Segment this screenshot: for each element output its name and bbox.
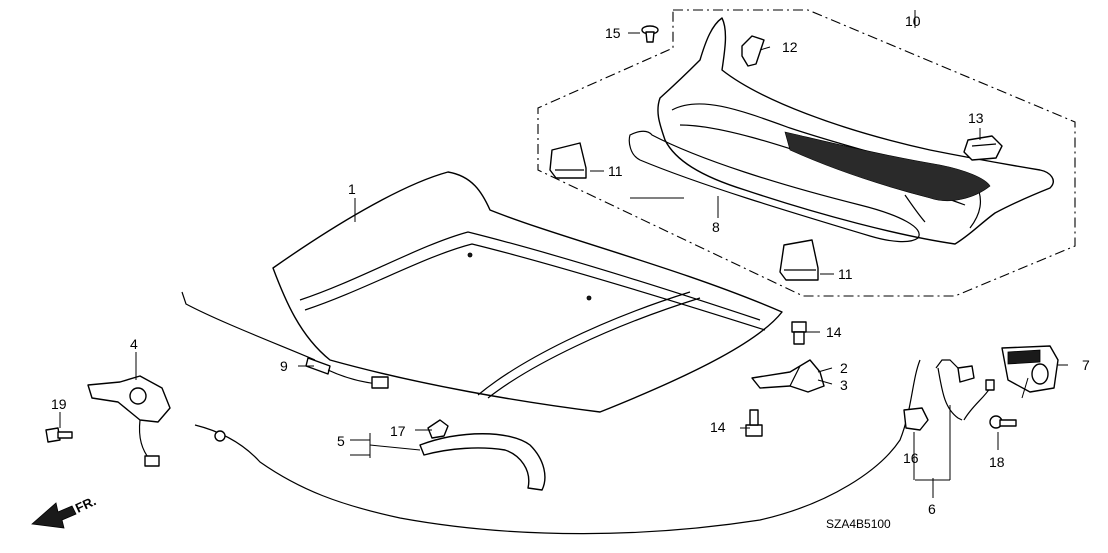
bolt-19	[45, 427, 73, 443]
hood-switch-harness	[935, 359, 995, 421]
cowl-group-boundary	[537, 9, 1076, 297]
callout-14-upper: 14	[826, 324, 842, 340]
bolt-14-upper	[791, 321, 807, 345]
callout-3: 3	[840, 377, 848, 393]
cowl-clip-lower	[779, 239, 819, 281]
callout-12: 12	[782, 39, 798, 55]
callout-17: 17	[390, 423, 406, 439]
callout-8: 8	[712, 219, 720, 235]
callout-19: 19	[51, 396, 67, 412]
callout-11-upper: 11	[608, 163, 623, 179]
cable-holder	[419, 433, 546, 491]
callout-9: 9	[280, 358, 288, 374]
diagram-code: SZA4B5100	[826, 517, 891, 531]
hood-latch	[1001, 345, 1059, 393]
clip-12	[741, 35, 765, 67]
callout-16: 16	[903, 450, 919, 466]
front-label: FR.	[73, 493, 98, 515]
callouts: 1 2 3 4 5 6 7 8 9 10 11 11 12 13 14 14 1…	[51, 13, 1090, 517]
hood-panel	[272, 171, 783, 413]
callout-10: 10	[905, 13, 921, 29]
hood-hinge	[751, 359, 825, 393]
callout-18: 18	[989, 454, 1005, 470]
front-direction-arrow: FR.	[31, 493, 98, 529]
callout-14-lower: 14	[710, 419, 726, 435]
clip-15	[641, 25, 659, 43]
hood-release-cable	[194, 359, 921, 535]
leader-lines	[59, 10, 1068, 498]
callout-6: 6	[928, 501, 936, 517]
callout-11-lower: 11	[838, 266, 853, 282]
bolt-18	[989, 415, 1017, 429]
callout-5: 5	[337, 433, 345, 449]
bolt-14-lower	[745, 409, 763, 437]
callout-7: 7	[1082, 357, 1090, 373]
hood-switch	[903, 407, 929, 431]
hood-release-lever	[87, 375, 171, 467]
cowl-clip-upper	[549, 142, 587, 179]
callout-13: 13	[968, 110, 984, 126]
callout-4: 4	[130, 336, 138, 352]
cowl-seal	[628, 130, 920, 243]
cable-clip-17	[427, 419, 449, 439]
cowl-top	[657, 17, 1054, 245]
hood-support-rod	[181, 291, 389, 389]
callout-15: 15	[605, 25, 621, 41]
callout-2: 2	[840, 360, 848, 376]
clip-13	[963, 135, 1003, 161]
callout-1: 1	[348, 181, 356, 197]
